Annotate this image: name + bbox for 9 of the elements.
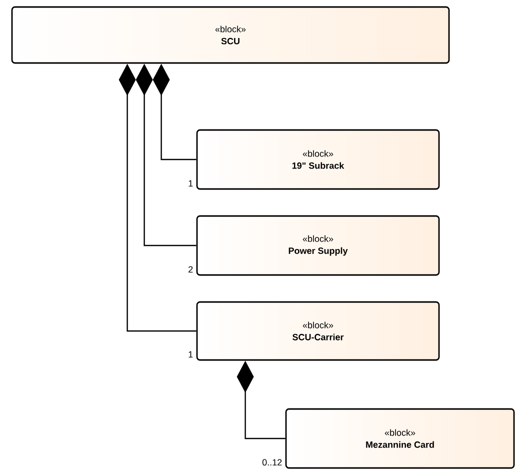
block-box: «block» SCU-Carrier [196,301,440,361]
multiplicity-label: 0..12 [261,458,284,466]
block-box: «block» SCU [11,6,450,64]
block-box: «block» 19" Subrack [196,129,440,190]
block-box: «block» Mezannine Card [285,408,515,469]
multiplicity-label: 2 [187,265,194,274]
multiplicity-label: 1 [187,179,194,188]
multiplicity-label: 1 [187,350,194,358]
block-box: «block» Power Supply [196,215,440,276]
